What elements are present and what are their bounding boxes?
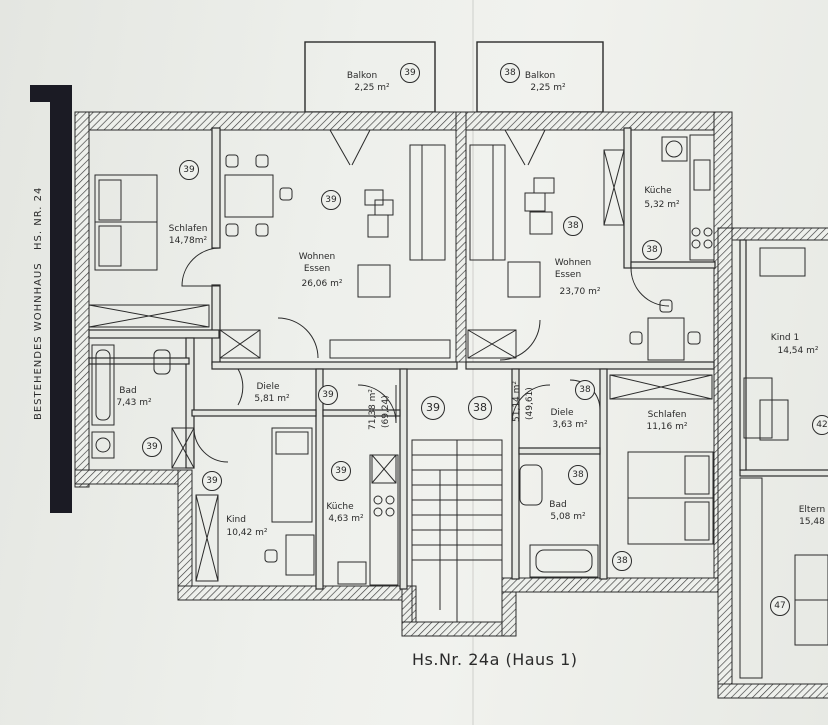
- wohnen-left-label: Wohnen: [298, 252, 336, 262]
- left-unit-total-area: 71,38 m²: [368, 388, 378, 430]
- wohnen-right-label: Wohnen: [554, 258, 592, 268]
- kind1-unit-number: 42: [812, 415, 828, 435]
- schlafen-left-area: 14,78m²: [168, 236, 208, 246]
- house-number-caption: Hs.Nr. 24a (Haus 1): [412, 650, 578, 669]
- kueche-left-area: 4,63 m²: [328, 514, 364, 524]
- right-unit-total-area: 51,14 m²: [512, 380, 522, 422]
- schlafen-left-label: Schlafen: [168, 224, 208, 234]
- chairs: [225, 154, 701, 563]
- balkon-left-unit-number: 39: [400, 63, 420, 83]
- neighbor-building-bar: [30, 85, 72, 513]
- schlafen-left-unit-number: 39: [179, 160, 199, 180]
- balkon-left-area: 2,25 m²: [354, 83, 390, 93]
- right-unit-total-area-net: (49,61): [525, 387, 535, 420]
- bad-left-unit-number: 39: [142, 437, 162, 457]
- wohnen-left-area: 26,06 m²: [301, 279, 343, 289]
- wohnen-right-area: 23,70 m²: [559, 287, 601, 297]
- bad-right-label: Bad: [549, 500, 567, 510]
- door-swings: [181, 129, 670, 463]
- kueche-right-area: 5,32 m²: [644, 200, 680, 210]
- kind-left-label: Kind: [226, 515, 246, 525]
- neighbor-house-number: HS. NR. 24: [33, 186, 44, 250]
- diele-left-label: Diele: [256, 382, 280, 392]
- stair-unit-number-38: 38: [468, 396, 492, 420]
- eltern-area: 15,48: [799, 517, 825, 527]
- diele-right-label: Diele: [550, 408, 574, 418]
- furniture: [88, 134, 828, 679]
- schlafen-right-label: Schlafen: [647, 410, 687, 420]
- balkon-left-label: Balkon: [346, 71, 378, 81]
- kind1-area: 14,54 m²: [777, 346, 819, 356]
- kueche-left-unit-number: 39: [331, 461, 351, 481]
- balkon-right-area: 2,25 m²: [530, 83, 566, 93]
- bad-right-area: 5,08 m²: [550, 512, 586, 522]
- balkon-right-unit-number: 38: [500, 63, 520, 83]
- bad-right-unit-number: 38: [568, 465, 588, 485]
- diele-left-area: 5,81 m²: [254, 394, 290, 404]
- stair-unit-number-39: 39: [421, 396, 445, 420]
- exterior-walls: [74, 111, 828, 699]
- bad-left-area: 7,43 m²: [116, 398, 152, 408]
- left-unit-total-area-net: (69,24): [381, 395, 391, 428]
- wohnen-left-label2: Essen: [303, 264, 331, 274]
- bad-left-label: Bad: [119, 386, 137, 396]
- staircase: [411, 439, 503, 623]
- wohnen-right-unit-number: 38: [563, 216, 583, 236]
- neighbor-building-label: BESTEHENDES WOHNHAUS: [33, 262, 44, 420]
- eltern-label: Eltern: [798, 505, 826, 515]
- kueche-right-unit-number: 38: [642, 240, 662, 260]
- wohnen-left-unit-number: 39: [321, 190, 341, 210]
- kueche-right-label: Küche: [644, 186, 672, 196]
- diele-left-unit-number: 39: [318, 385, 338, 405]
- kind-left-unit-number: 39: [202, 471, 222, 491]
- diele-right-area: 3,63 m²: [552, 420, 588, 430]
- kind-left-area: 10,42 m²: [226, 528, 268, 538]
- wohnen-right-label2: Essen: [554, 270, 582, 280]
- eltern-unit-number: 47: [770, 596, 790, 616]
- diele-right-unit-number: 38: [575, 380, 595, 400]
- kueche-left-label: Küche: [326, 502, 354, 512]
- schlafen-right-unit-number: 38: [612, 551, 632, 571]
- interior-walls: [88, 127, 828, 590]
- schlafen-right-area: 11,16 m²: [646, 422, 688, 432]
- balkon-right-label: Balkon: [524, 71, 556, 81]
- kind1-label: Kind 1: [770, 333, 800, 343]
